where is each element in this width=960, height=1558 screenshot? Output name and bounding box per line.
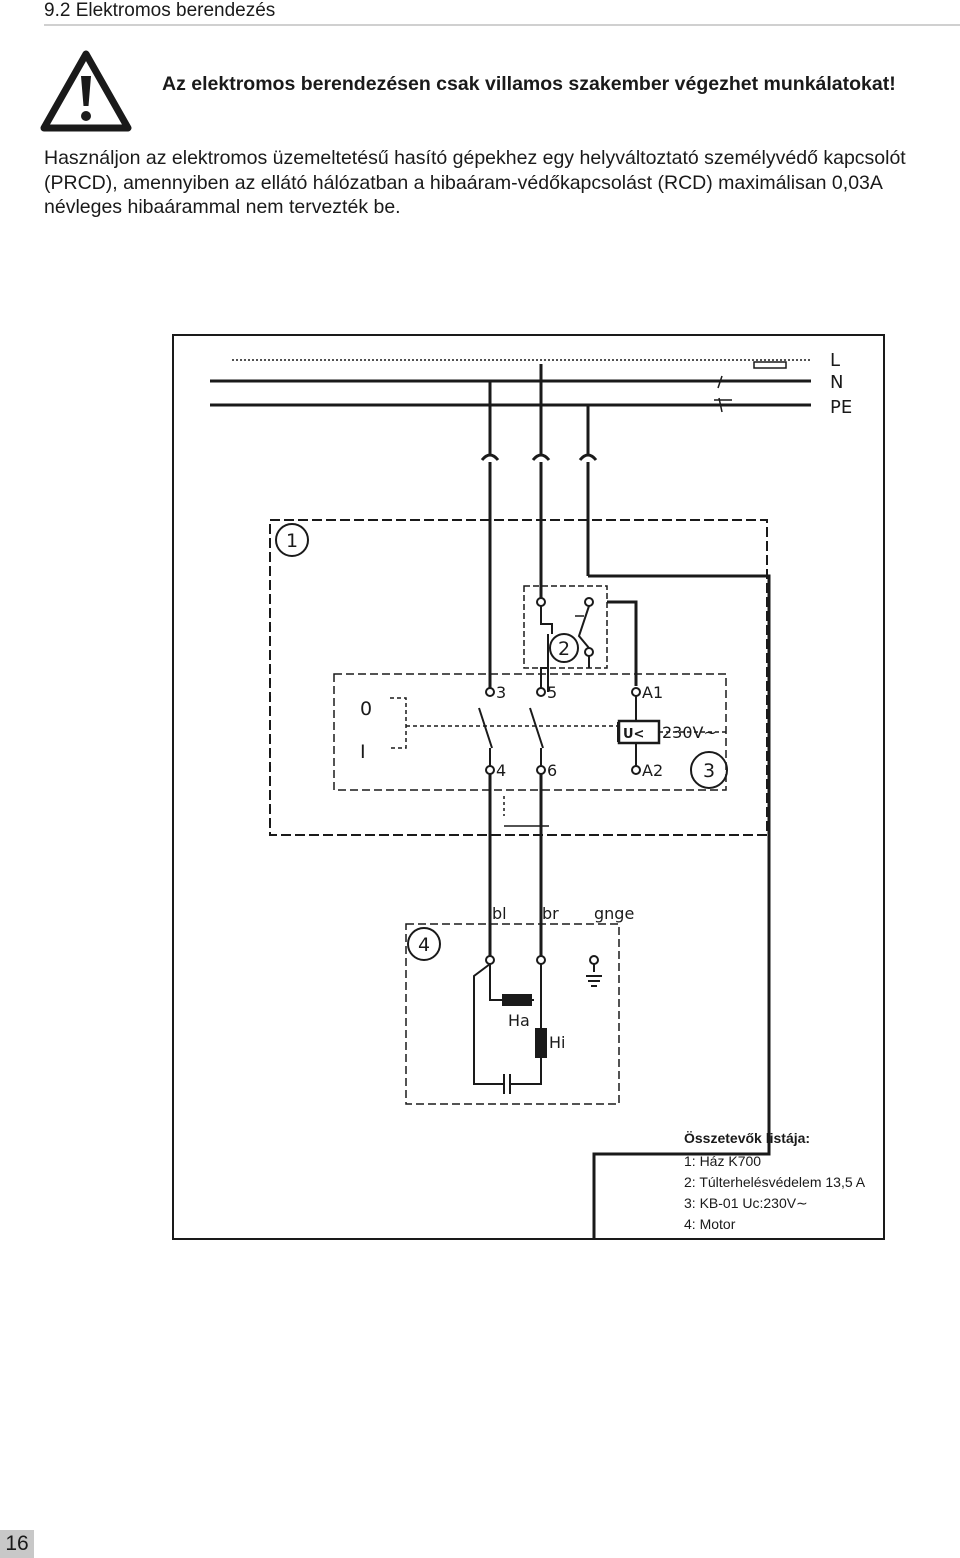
legend-item: 3: KB-01 Uc:230V∼ — [684, 1195, 808, 1211]
paragraph-line: (PRCD), amennyiben az ellátó hálózatban … — [44, 171, 883, 194]
button-label-off: 0 — [360, 698, 372, 720]
page-number: 16 — [0, 1530, 34, 1558]
terminal-label-6: 6 — [547, 761, 557, 780]
component-number-2: 2 — [558, 638, 570, 660]
paragraph-line: Használjon az elektromos üzemeltetésű ha… — [44, 147, 906, 169]
button-label-on: I — [360, 741, 366, 763]
contactor-rating: 230V~ — [662, 723, 717, 742]
winding-label-hi: Hi — [549, 1033, 565, 1052]
winding-label-ha: Ha — [508, 1011, 530, 1030]
paragraph-line: névleges hibaárammal nem tervezték be. — [44, 196, 401, 218]
terminal-label-3: 3 — [496, 683, 506, 702]
legend-item: 2: Túlterhelésvédelem 13,5 A — [684, 1174, 866, 1190]
warning-triangle-icon — [40, 50, 132, 132]
legend-item: 1: Ház K700 — [684, 1153, 762, 1169]
terminal-label-5: 5 — [547, 683, 557, 702]
wire-label-bl: bl — [492, 904, 507, 923]
wiring-diagram: L N PE 1 2 3 4 3 5 A1 4 6 A2 U< 230V~ 0 … — [172, 334, 885, 1240]
wire-label-gnge: gnge — [594, 904, 634, 923]
prcd-paragraph: Használjon az elektromos üzemeltetésű ha… — [44, 146, 960, 220]
section-title: 9.2 Elektromos berendezés — [44, 0, 276, 21]
line-label-n: N — [830, 372, 843, 393]
contactor-symbol: U< — [623, 727, 644, 742]
legend-title: Összetevők listája: — [684, 1130, 811, 1146]
component-number-1: 1 — [286, 530, 298, 552]
component-number-3: 3 — [703, 760, 715, 782]
terminal-label-a2: A2 — [642, 761, 663, 780]
line-label-pe: PE — [830, 397, 852, 418]
section-rule — [44, 24, 960, 26]
terminal-label-4: 4 — [496, 761, 506, 780]
legend-item: 4: Motor — [684, 1216, 736, 1232]
line-label-l: L — [830, 350, 840, 371]
component-number-4: 4 — [418, 934, 430, 956]
warning-text: Az elektromos berendezésen csak villamos… — [162, 73, 896, 95]
terminal-label-a1: A1 — [642, 683, 663, 702]
component-legend: Összetevők listája: 1: Ház K700 2: Túlte… — [684, 1128, 865, 1235]
wiring-schematic: L N PE 1 2 3 4 3 5 A1 4 6 A2 U< 230V~ 0 … — [210, 350, 852, 1238]
wire-label-br: br — [542, 904, 559, 923]
